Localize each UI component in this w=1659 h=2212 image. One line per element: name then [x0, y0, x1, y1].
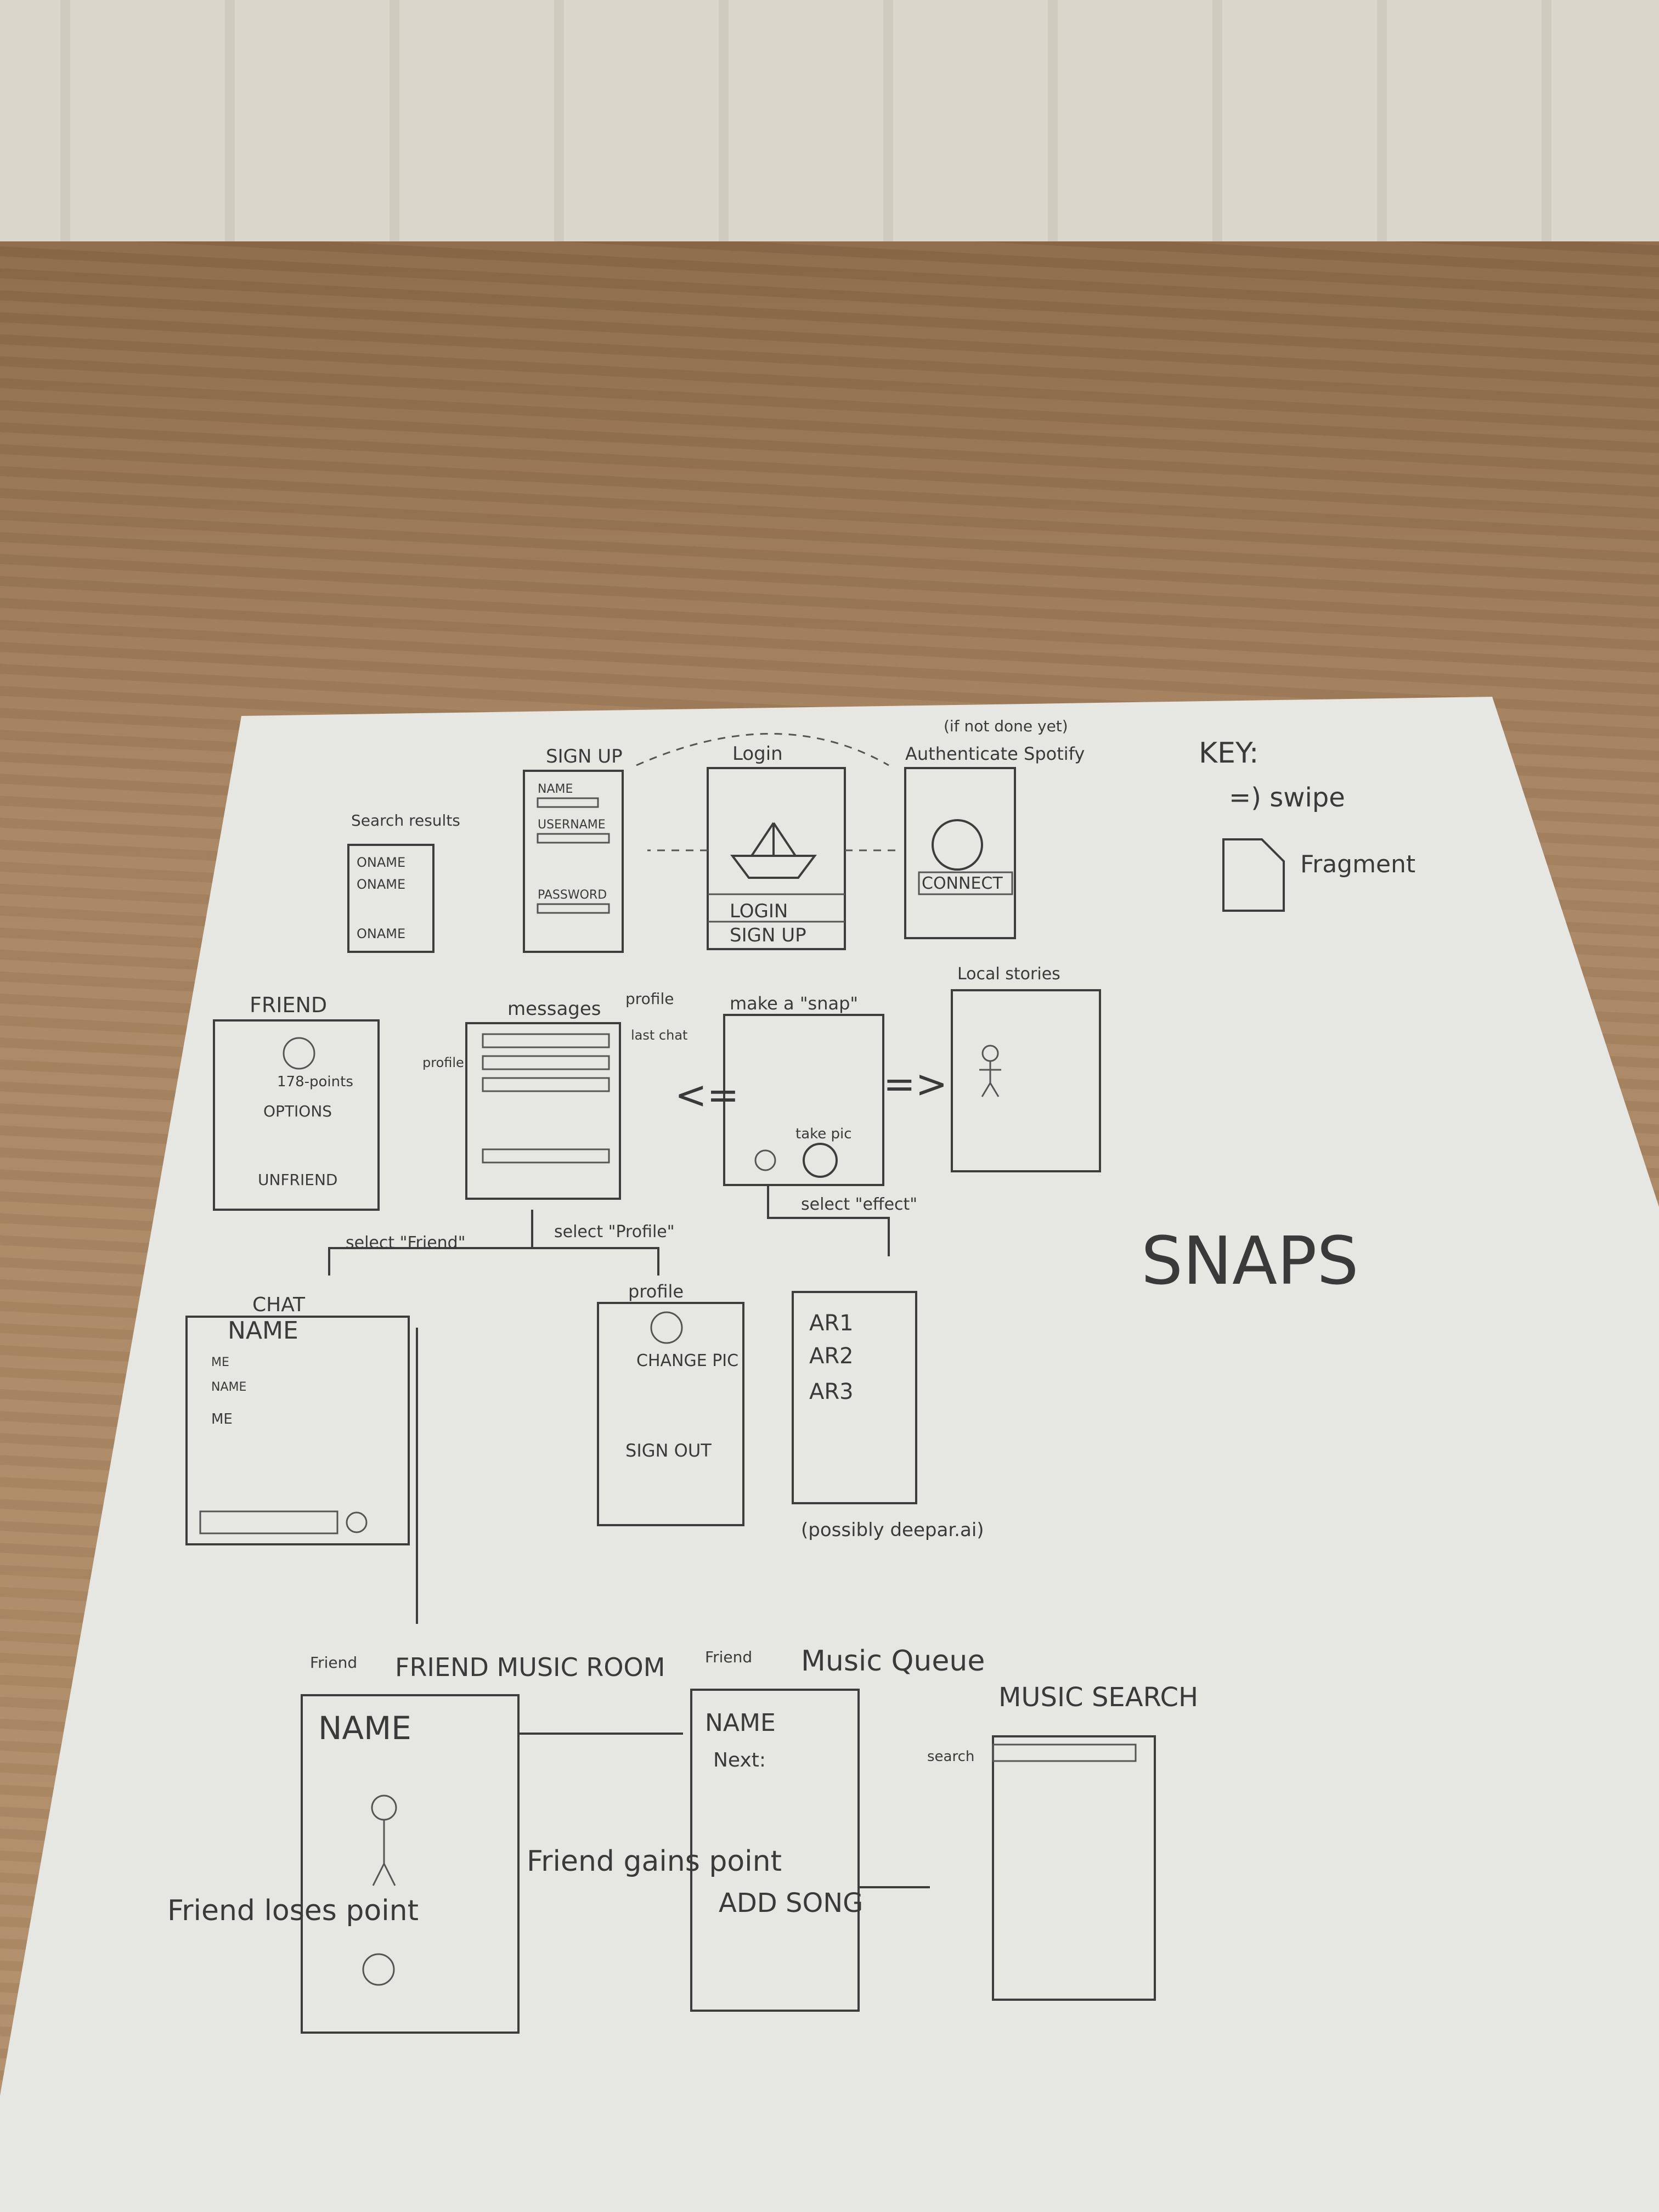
svg-text:AR3: AR3 — [809, 1379, 854, 1404]
svg-text:NAME: NAME — [538, 782, 573, 796]
chat-screen: CHAT NAME ME NAME ME — [185, 1294, 410, 1545]
spotify-screen: (if not done yet) Authenticate Spotify C… — [904, 717, 1085, 939]
friend-avatar-icon — [283, 1037, 315, 1070]
music-search-screen: MUSIC SEARCH search — [927, 1682, 1198, 2001]
messages-title: messages — [507, 998, 601, 1020]
svg-text:ME: ME — [211, 1411, 233, 1427]
svg-text:NAME: NAME — [318, 1709, 411, 1747]
svg-text:ADD SONG: ADD SONG — [719, 1888, 863, 1918]
make-snap-title: make a "snap" — [730, 993, 858, 1014]
boat-logo — [730, 822, 817, 879]
friend-music-room-screen: Friend FRIEND MUSIC ROOM NAME Friend los… — [167, 1652, 782, 2034]
search-results-screen: Search results ONAME ONAME ONAME — [347, 811, 460, 953]
svg-text:ME: ME — [211, 1356, 229, 1369]
svg-text:Friend gains point: Friend gains point — [527, 1845, 782, 1878]
svg-text:search: search — [927, 1748, 974, 1765]
key-swipe: =) swipe — [1229, 782, 1345, 813]
login-button: LOGIN — [730, 900, 788, 922]
send-icon — [346, 1511, 368, 1533]
local-stories-screen: Local stories — [951, 964, 1101, 1172]
signup-screen: SIGN UP NAME USERNAME PASSWORD — [523, 746, 624, 953]
svg-text:UNFRIEND: UNFRIEND — [258, 1171, 337, 1189]
friend-title: FRIEND — [250, 993, 327, 1017]
svg-text:ONAME: ONAME — [357, 926, 405, 941]
profile-avatar-icon — [650, 1311, 683, 1344]
sketch-title: SNAPS — [1141, 1223, 1359, 1300]
connect-button: CONNECT — [922, 874, 1003, 893]
svg-text:profile: profile — [625, 990, 674, 1008]
friend-screen: FRIEND 178-points OPTIONS UNFRIEND — [213, 993, 380, 1211]
svg-text:Friend: Friend — [705, 1648, 752, 1666]
swipe-left-arrow: <= — [675, 1073, 739, 1118]
svg-text:OPTIONS: OPTIONS — [263, 1102, 332, 1120]
chat-name: NAME — [228, 1317, 298, 1345]
smiley-icon — [754, 1149, 776, 1171]
svg-text:take pic: take pic — [795, 1126, 852, 1142]
svg-text:AR1: AR1 — [809, 1311, 854, 1336]
svg-text:SIGN OUT: SIGN OUT — [625, 1440, 712, 1461]
effects-screen: AR1 AR2 AR3 (possibly deepar.ai) — [792, 1291, 984, 1541]
make-snap-screen: make a "snap" take pic — [723, 993, 884, 1186]
svg-text:PASSWORD: PASSWORD — [538, 888, 607, 902]
messages-screen: messages profile profile last chat — [422, 990, 687, 1200]
spotify-title: Authenticate Spotify — [905, 743, 1085, 764]
svg-text:NAME: NAME — [211, 1380, 246, 1394]
login-screen: Login LOGIN SIGN UP — [707, 743, 846, 950]
auth-note: (if not done yet) — [944, 717, 1068, 735]
svg-text:Friend loses point: Friend loses point — [167, 1894, 419, 1927]
svg-text:select "Friend": select "Friend" — [346, 1233, 466, 1252]
local-stories-title: Local stories — [957, 964, 1060, 984]
svg-text:select "effect": select "effect" — [801, 1195, 917, 1214]
music-queue-screen: Friend Music Queue NAME Next: ADD SONG — [690, 1645, 985, 2012]
music-search-title: MUSIC SEARCH — [998, 1682, 1198, 1713]
svg-text:last chat: last chat — [631, 1028, 687, 1043]
music-queue-title: Music Queue — [801, 1645, 985, 1678]
svg-text:NAME: NAME — [705, 1709, 776, 1737]
svg-text:Next:: Next: — [713, 1749, 766, 1771]
signup-title: SIGN UP — [546, 746, 623, 768]
svg-text:AR2: AR2 — [809, 1344, 854, 1369]
fragment-icon — [1222, 838, 1285, 912]
login-title: Login — [732, 743, 783, 765]
shutter-icon — [803, 1143, 838, 1178]
profile-title: profile — [628, 1281, 684, 1302]
profile-screen: profile CHANGE PIC SIGN OUT — [597, 1281, 744, 1526]
svg-text:ONAME: ONAME — [357, 877, 405, 892]
key-title: KEY: — [1199, 737, 1259, 770]
svg-text:select "Profile": select "Profile" — [554, 1222, 675, 1242]
svg-text:Friend: Friend — [310, 1654, 357, 1672]
key-fragment: Fragment — [1300, 850, 1415, 878]
svg-text:CHANGE PIC: CHANGE PIC — [636, 1351, 738, 1370]
svg-text:ONAME: ONAME — [357, 855, 405, 870]
swipe-right-arrow: => — [883, 1062, 947, 1107]
svg-text:USERNAME: USERNAME — [538, 818, 606, 832]
svg-text:profile: profile — [422, 1055, 464, 1070]
play-icon — [362, 1953, 395, 1986]
svg-text:(possibly deepar.ai): (possibly deepar.ai) — [801, 1519, 984, 1541]
search-results-title: Search results — [351, 811, 460, 830]
key-legend: KEY: =) swipe Fragment — [1199, 737, 1415, 912]
friend-music-room-title: FRIEND MUSIC ROOM — [395, 1652, 665, 1682]
signup-button: SIGN UP — [730, 924, 806, 946]
spotify-logo — [932, 819, 983, 871]
chat-title: CHAT — [252, 1294, 306, 1316]
svg-text:178-points: 178-points — [277, 1074, 353, 1090]
paper-sheet — [0, 697, 1659, 2212]
